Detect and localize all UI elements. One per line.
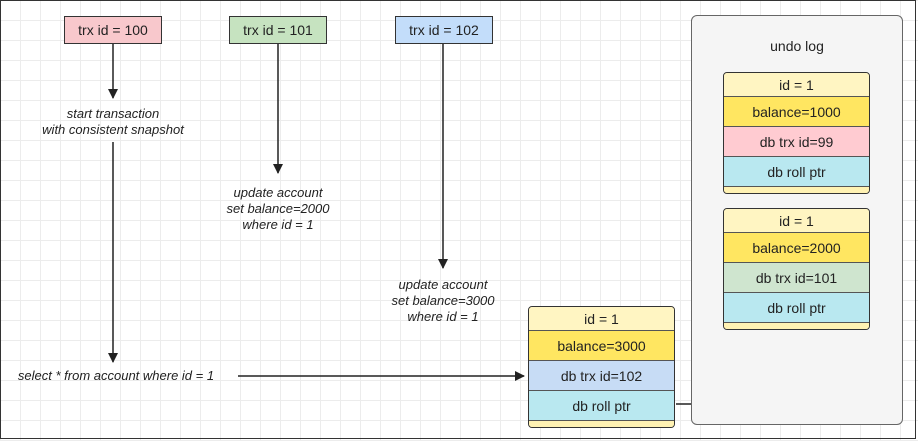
note-start-line-1: start transaction (66, 106, 160, 121)
trx-101-label: trx id = 101 (243, 22, 313, 38)
current-record: id = 1 balance=3000 db trx id=102 db rol… (528, 306, 675, 428)
current-record-id: id = 1 (529, 307, 674, 331)
trx-102-box: trx id = 102 (395, 16, 493, 44)
undo-record-1: id = 1 balance=2000 db trx id=101 db rol… (723, 208, 870, 330)
undo-record-1-roll-ptr: db roll ptr (724, 293, 869, 323)
current-record-trx-id: db trx id=102 (529, 361, 674, 391)
note-start-line-2: with consistent snapshot (42, 122, 184, 137)
undo-record-2-balance: balance=1000 (724, 97, 869, 127)
note-select-line: select * from account where id = 1 (17, 368, 215, 383)
note-start-transaction: start transaction with consistent snapsh… (13, 106, 213, 138)
note-update2-line-2: set balance=3000 (391, 293, 495, 308)
note-update2-line-1: update account (398, 277, 488, 292)
undo-record-1-footer (724, 323, 869, 329)
undo-record-2-id: id = 1 (724, 73, 869, 97)
trx-100-box: trx id = 100 (64, 16, 162, 44)
note-update1-line-3: where id = 1 (242, 217, 314, 232)
trx-101-box: trx id = 101 (229, 16, 327, 44)
undo-log-title: undo log (770, 38, 824, 54)
current-record-balance: balance=3000 (529, 331, 674, 361)
undo-record-2-trx-id: db trx id=99 (724, 127, 869, 157)
undo-record-1-id: id = 1 (724, 209, 869, 233)
note-update1-line-1: update account (233, 185, 323, 200)
note-update2-line-3: where id = 1 (407, 309, 479, 324)
note-update-3000: update account set balance=3000 where id… (363, 277, 523, 325)
note-update1-line-2: set balance=2000 (226, 201, 330, 216)
current-record-roll-ptr: db roll ptr (529, 391, 674, 421)
undo-record-2-roll-ptr: db roll ptr (724, 157, 869, 187)
trx-100-label: trx id = 100 (78, 22, 148, 38)
undo-record-1-trx-id: db trx id=101 (724, 263, 869, 293)
note-select-query: select * from account where id = 1 (0, 368, 232, 384)
undo-record-2-footer (724, 187, 869, 193)
trx-102-label: trx id = 102 (409, 22, 479, 38)
undo-record-1-balance: balance=2000 (724, 233, 869, 263)
note-update-2000: update account set balance=2000 where id… (198, 185, 358, 233)
undo-record-2: id = 1 balance=1000 db trx id=99 db roll… (723, 72, 870, 194)
current-record-footer (529, 421, 674, 427)
